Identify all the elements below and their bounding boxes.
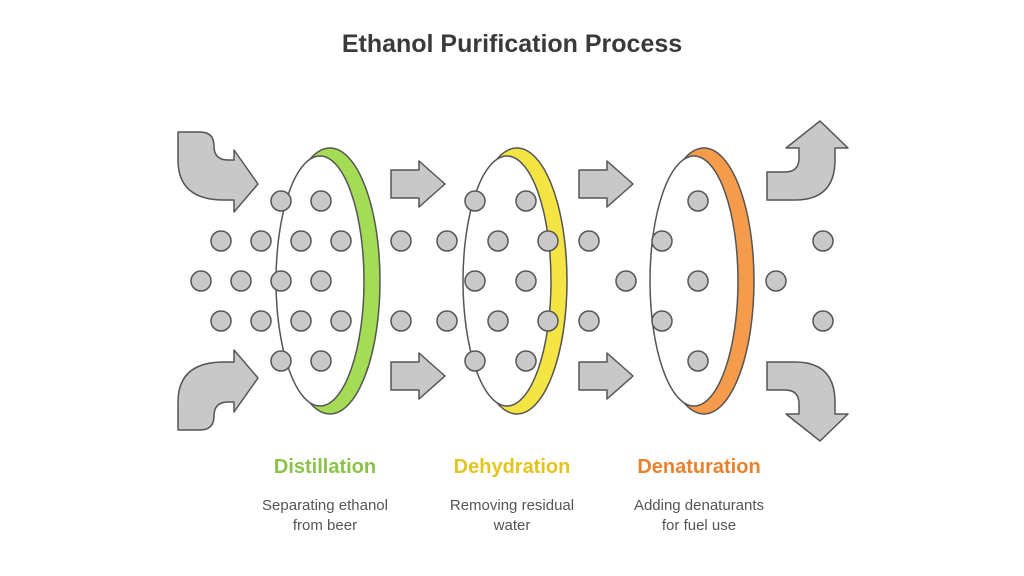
particle-layer-front: [250, 190, 709, 372]
particle: [615, 270, 637, 292]
particle: [687, 270, 709, 292]
particle: [578, 230, 600, 252]
particle: [270, 350, 292, 372]
input-arrow-top: [177, 131, 259, 213]
particle: [250, 310, 272, 332]
stage-label-distillation: Distillation: [273, 456, 377, 478]
particle: [765, 270, 787, 292]
output-arrow-up: [766, 120, 849, 201]
flow-arrow-1-top: [390, 160, 446, 208]
particle: [464, 190, 486, 212]
particle: [464, 350, 486, 372]
particle: [436, 230, 458, 252]
output-arrow-down: [766, 361, 849, 442]
stage-label-denaturation: Denaturation: [637, 456, 761, 478]
particle: [515, 270, 537, 292]
particle: [310, 270, 332, 292]
particle: [487, 310, 509, 332]
page-title: Ethanol Purification Process: [341, 30, 683, 58]
particle: [487, 230, 509, 252]
particle: [537, 230, 559, 252]
particle: [515, 190, 537, 212]
particle: [270, 190, 292, 212]
particle: [310, 190, 332, 212]
particle: [390, 310, 412, 332]
particle: [270, 270, 292, 292]
flow-arrow-2-bottom: [578, 352, 634, 400]
input-arrow-bottom: [177, 349, 259, 431]
stage-description-distillation: Separating ethanol from beer: [262, 497, 388, 534]
particle: [436, 310, 458, 332]
particle: [330, 310, 352, 332]
particle: [310, 350, 332, 372]
particle: [390, 230, 412, 252]
particle: [250, 230, 272, 252]
particle: [290, 230, 312, 252]
particle: [651, 310, 673, 332]
particle: [464, 270, 486, 292]
particle: [687, 190, 709, 212]
particle: [230, 270, 252, 292]
particle: [812, 310, 834, 332]
particle: [687, 350, 709, 372]
particle: [537, 310, 559, 332]
particle: [651, 230, 673, 252]
stage-label-dehydration: Dehydration: [453, 456, 571, 478]
stage-description-denaturation: Adding denaturants for fuel use: [633, 497, 765, 534]
particle: [210, 230, 232, 252]
stage-description-dehydration: Removing residual water: [449, 497, 575, 534]
particle: [290, 310, 312, 332]
particle: [578, 310, 600, 332]
flow-arrow-1-bottom: [390, 352, 446, 400]
particle: [812, 230, 834, 252]
particle: [190, 270, 212, 292]
flow-arrow-2-top: [578, 160, 634, 208]
particle: [515, 350, 537, 372]
particle: [330, 230, 352, 252]
particle: [210, 310, 232, 332]
